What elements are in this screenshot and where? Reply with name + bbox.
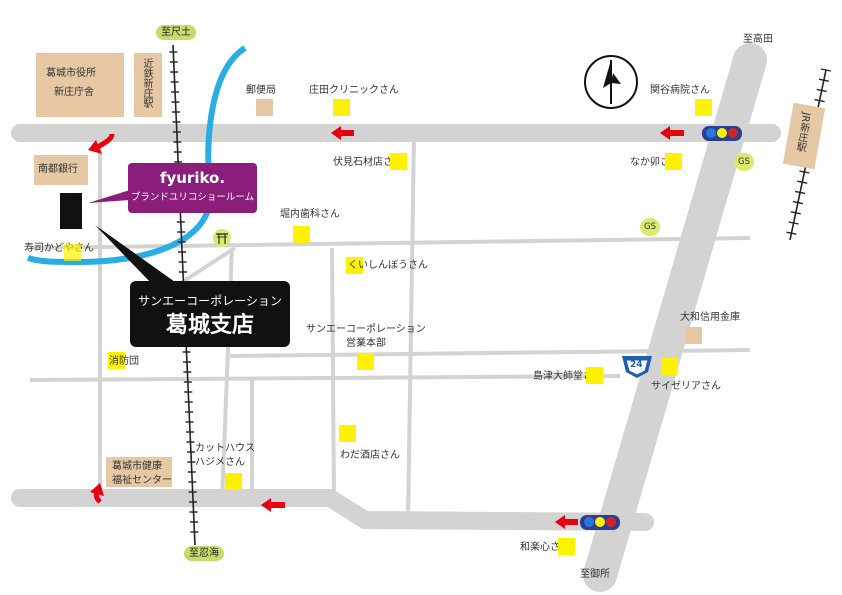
fyuriko-logo: fyuriko.	[159, 169, 226, 187]
cut-house-line2: ハジメさん	[195, 457, 245, 468]
post-office-marker	[256, 99, 273, 116]
shrine-torii-icon	[213, 229, 231, 247]
fyuriko-subtitle: ブランドユリコショールーム	[130, 192, 255, 203]
river	[27, 45, 247, 266]
traffic-light-bottom	[580, 515, 620, 530]
kintetsu-station-label: 近鉄新庄駅	[141, 58, 152, 108]
north-compass	[584, 55, 638, 109]
gs-marker-2: GS	[640, 218, 660, 236]
saizeriya-marker	[661, 358, 678, 375]
sanei-branch-callout: サンエーコーポレーション 葛城支店	[130, 281, 290, 347]
traffic-light-top	[702, 126, 742, 141]
nakauo-label: なか卯さん	[630, 157, 680, 168]
health-center-line2: 福祉センター	[112, 475, 172, 486]
fushimi-stone-marker	[390, 153, 407, 170]
sanei-hq-line2: 営業本部	[346, 338, 386, 349]
kuishinbo-label: くいしんぼうさん	[348, 260, 428, 271]
store-building	[60, 193, 82, 229]
pill-to-oshimi: 至忍海	[184, 546, 224, 561]
cut-house-marker	[225, 473, 242, 490]
route-24-label: 24	[630, 360, 643, 370]
health-center-box	[106, 457, 172, 487]
nanto-bank-box	[34, 155, 88, 185]
fire-brigade-label: 消防団	[109, 356, 139, 367]
sushi-kadoya-label: 寿司かどやさん	[24, 243, 94, 254]
city-office-line2: 新庄庁舎	[54, 87, 94, 98]
sanei-branch-name: 葛城支店	[165, 312, 254, 338]
sanei-pointer	[95, 225, 175, 282]
nanto-bank-label: 南都銀行	[38, 164, 78, 175]
cut-house-line1: カットハウス	[195, 443, 255, 454]
sanei-hq-line1: サンエーコーポレーション	[306, 324, 426, 335]
yamato-bank-label: 大和信用金庫	[680, 312, 740, 323]
shoda-clinic-marker	[333, 99, 350, 116]
gs-marker-1: GS	[734, 153, 754, 171]
horiuchi-dental-label: 堀内歯科さん	[280, 209, 340, 220]
horiuchi-dental-marker	[293, 226, 310, 243]
main-roads	[11, 43, 781, 592]
kuishinbo-marker	[346, 257, 363, 274]
route-24-shield	[622, 356, 652, 378]
wada-sake-label: わだ酒店さん	[340, 450, 400, 461]
fyuriko-pointer	[88, 190, 130, 203]
fyuriko-showroom-callout: fyuriko. ブランドユリコショールーム	[128, 163, 257, 213]
fushimi-stone-label: 伏見石材店さん	[333, 157, 403, 168]
minor-roads	[29, 134, 751, 521]
to-gose-label: 至御所	[580, 569, 610, 580]
city-office-line1: 葛城市役所	[46, 68, 96, 79]
sekiya-hospital-label: 関谷病院さん	[650, 85, 710, 96]
kintetsu-station-box	[134, 53, 162, 117]
warakushin-marker	[558, 538, 575, 555]
direction-arrows	[88, 126, 684, 529]
sekiya-hospital-marker	[695, 99, 712, 116]
warakushin-label: 和楽心さん	[520, 542, 570, 553]
shimazu-label: 島津大師堂さん	[533, 371, 603, 382]
sushi-kadoya-marker	[64, 244, 81, 261]
pill-to-shakudo: 至尺土	[156, 25, 196, 40]
sanei-company-name: サンエーコーポレーション	[138, 294, 282, 308]
sanei-hq-marker	[357, 353, 374, 370]
shimazu-marker	[586, 367, 603, 384]
saizeriya-label: サイゼリアさん	[651, 381, 721, 392]
city-office-box	[36, 53, 124, 117]
to-takada-label: 至高田	[743, 34, 773, 45]
health-center-line1: 葛城市健康	[112, 461, 162, 472]
fire-brigade-marker	[108, 352, 125, 369]
nakauo-marker	[665, 153, 682, 170]
shoda-clinic-label: 庄田クリニックさん	[309, 85, 399, 96]
post-office-label: 郵便局	[246, 85, 276, 96]
yamato-bank-marker	[685, 327, 702, 344]
wada-sake-marker	[339, 425, 356, 442]
